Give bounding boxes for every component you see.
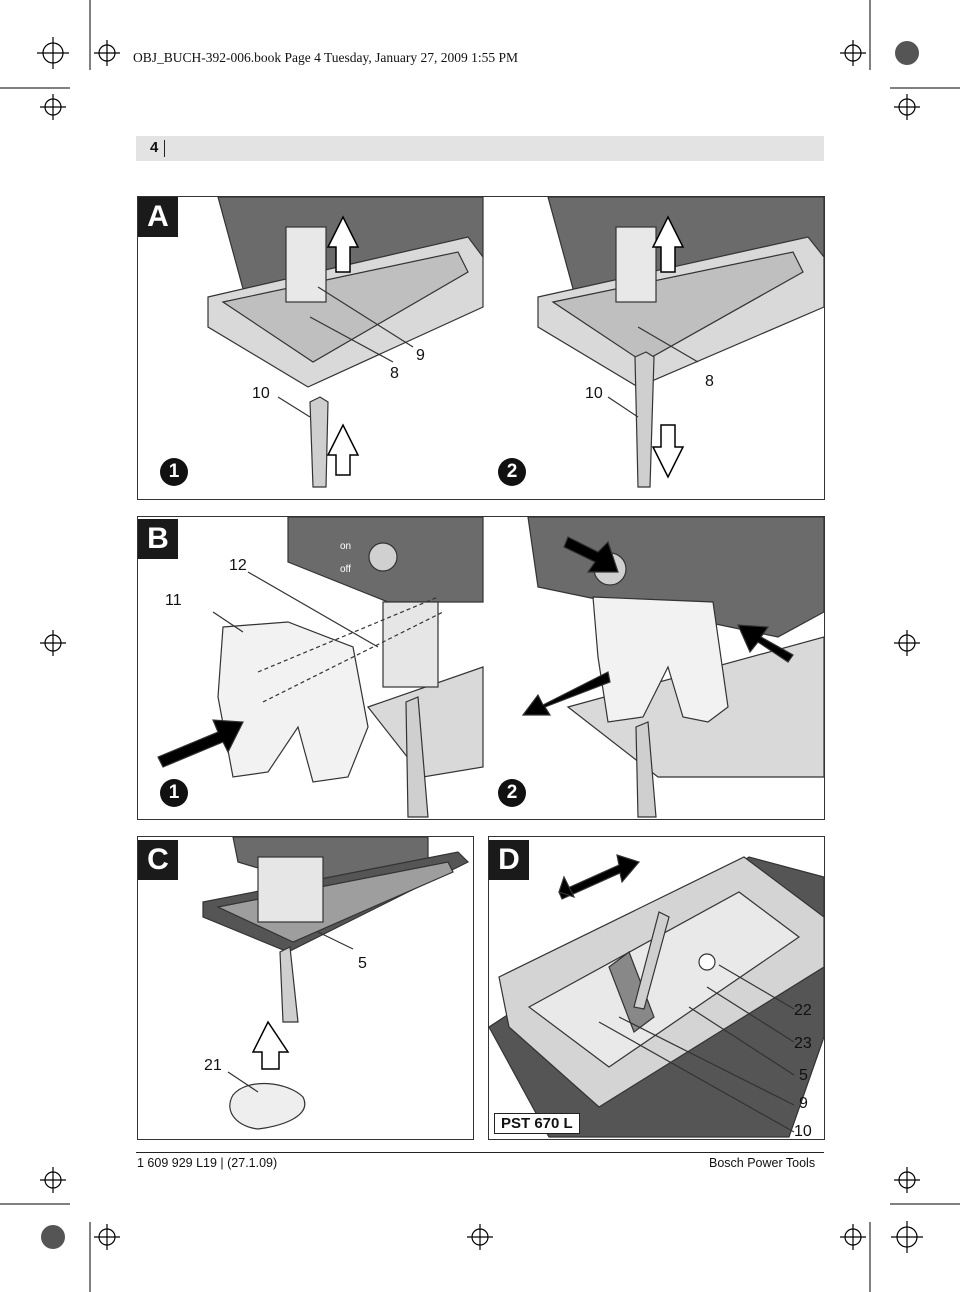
panel-letter: C [138, 840, 178, 880]
print-slug: OBJ_BUCH-392-006.book Page 4 Tuesday, Ja… [133, 50, 519, 65]
panel-a: A 9 8 10 8 10 1 2 [137, 196, 825, 500]
color-swatch [41, 1225, 65, 1249]
color-swatch [895, 41, 919, 65]
press-arrow-icon [563, 536, 619, 573]
model-label: PST 670 L [494, 1113, 580, 1134]
panel-d-illustration [489, 854, 824, 1138]
footer-brand: Bosch Power Tools [709, 1156, 816, 1170]
page-separator [164, 140, 165, 157]
callout-label: 21 [204, 1057, 222, 1074]
registration-mark-icon [37, 37, 923, 1253]
callout-label: 8 [705, 373, 714, 390]
panel-letter: B [138, 519, 178, 559]
callout-label: 23 [794, 1035, 812, 1052]
jigsaw-illustration [521, 517, 824, 818]
jigsaw-illustration [489, 854, 824, 1138]
panel-c: C 5 21 [137, 836, 474, 1140]
footer-doc-number: 1 609 929 L19 | (27.1.09) [137, 1156, 278, 1170]
callout-label: 22 [794, 1002, 812, 1019]
press-arrow-icon [737, 624, 794, 663]
dust-guard-icon [592, 596, 729, 723]
callout-label: 5 [358, 955, 367, 972]
jigsaw-illustration [157, 517, 484, 818]
up-arrow-icon [651, 215, 685, 273]
step-number: 1 [160, 779, 188, 807]
push-arrow-icon [157, 719, 244, 768]
panel-letter: A [138, 197, 178, 237]
panel-b-illustration [157, 517, 824, 818]
callout-label: 8 [390, 365, 399, 382]
panel-a-illustration [207, 197, 824, 488]
pull-arrow-icon [521, 671, 611, 716]
callout-label: 10 [794, 1123, 812, 1140]
dust-guard-icon [217, 621, 369, 783]
step-number: 1 [160, 458, 188, 486]
anti-splinter-insert-icon [229, 1083, 306, 1130]
callout-label: 5 [799, 1067, 808, 1084]
callout-label: 10 [585, 385, 603, 402]
callout-label: 12 [229, 557, 247, 574]
panel-letter: D [489, 840, 529, 880]
tool-label-off: off [340, 564, 351, 575]
jigsaw-illustration [202, 837, 470, 1130]
up-arrow-icon [326, 215, 360, 273]
step-number: 2 [498, 779, 526, 807]
up-arrow-icon [251, 1020, 290, 1070]
callout-label: 10 [252, 385, 270, 402]
panel-c-illustration [202, 837, 470, 1130]
jigsaw-illustration [207, 197, 484, 488]
up-arrow-icon [326, 423, 360, 476]
callout-label: 9 [799, 1095, 808, 1112]
jigsaw-illustration [537, 197, 824, 488]
callout-label: 9 [416, 347, 425, 364]
page-number: 4 [150, 139, 159, 156]
footer-rule [136, 1152, 824, 1153]
step-number: 2 [498, 458, 526, 486]
tool-label-on: on [340, 541, 352, 552]
panel-d: D 22 23 5 9 10 PST 670 L [488, 836, 825, 1140]
header-bar [136, 136, 824, 161]
down-arrow-icon [651, 424, 685, 479]
callout-label: 11 [165, 592, 182, 609]
panel-b: B 12 11 on off 1 2 [137, 516, 825, 820]
